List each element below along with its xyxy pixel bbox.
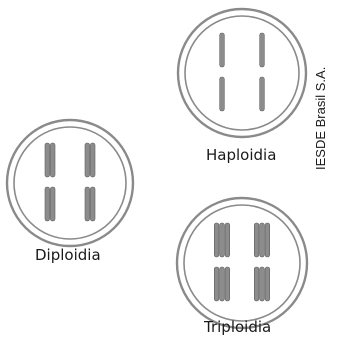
chromosome (254, 267, 259, 301)
label-triploidia: Triploidia (204, 318, 271, 336)
chromosome (220, 33, 225, 67)
cell-membrane-inner (184, 205, 300, 321)
chromosome (220, 267, 225, 301)
chromosome (260, 33, 265, 67)
cell-membrane-inner (14, 127, 126, 239)
chromosome (260, 267, 265, 301)
chromosome (254, 223, 259, 257)
chromosome (90, 143, 95, 177)
label-haploidia: Haploidia (206, 146, 276, 164)
cell-triploid (177, 198, 307, 328)
chromosome (260, 77, 265, 111)
chromosome (220, 77, 225, 111)
chromosome (85, 187, 90, 221)
chromosome (90, 187, 95, 221)
chromosome (214, 223, 219, 257)
chromosome (45, 187, 50, 221)
chromosome (260, 223, 265, 257)
chromosome (265, 223, 270, 257)
cell-diploid (7, 120, 133, 246)
cell-membrane-inner (185, 16, 299, 130)
chromosome (50, 143, 55, 177)
chromosome (220, 223, 225, 257)
chromosome (265, 267, 270, 301)
chromosome (225, 267, 230, 301)
chromosome (214, 267, 219, 301)
chromosome (45, 143, 50, 177)
cell-haploid (178, 9, 306, 137)
chromosome (85, 143, 90, 177)
chromosome (50, 187, 55, 221)
image-credit: IESDE Brasil S.A. (313, 67, 328, 170)
label-diploidia: Diploidia (35, 246, 101, 264)
chromosome (225, 223, 230, 257)
